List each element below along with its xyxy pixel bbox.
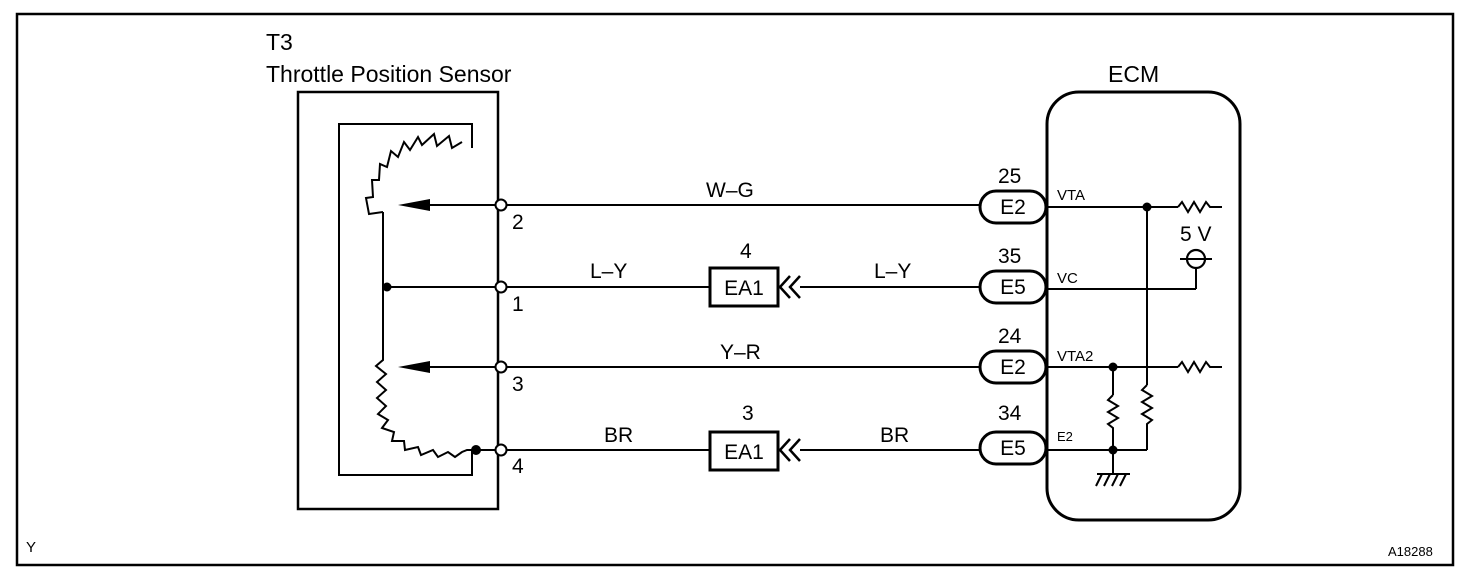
- sensor-pin-label-3: 3: [512, 373, 524, 396]
- ecm-vta2-resistor: [1177, 360, 1222, 374]
- figure-id: A18288: [1388, 544, 1433, 559]
- ecm-terminal-vc: VC: [1057, 270, 1078, 287]
- ecm-supply-label: 5 V: [1180, 223, 1212, 246]
- ecm-connector-e5-lower: [978, 430, 1048, 466]
- ecm-connector-e5-lower-label: E5: [1000, 437, 1026, 460]
- ecm-pin-35: 35: [998, 245, 1021, 268]
- diagram-frame: [15, 12, 1455, 567]
- sensor-inner-frame: [338, 123, 473, 476]
- wire-color-yr: Y–R: [720, 341, 761, 364]
- sensor-pin-1: [494, 280, 508, 294]
- wire-color-wg: W–G: [706, 179, 754, 202]
- ecm-vta-pulldown-resistor: [1140, 384, 1154, 450]
- ecm-vta-resistor: [1177, 200, 1222, 214]
- sensor-pin-2: [494, 198, 508, 212]
- wiper-arrow-upper: [398, 199, 430, 211]
- sensor-pin-3: [494, 360, 508, 374]
- ecm-box: [1045, 90, 1242, 522]
- junction-number-4: 4: [740, 240, 752, 263]
- ecm-pin-25: 25: [998, 165, 1021, 188]
- lower-resistor: [374, 352, 476, 459]
- ecm-vta2-pulldown-resistor: [1106, 394, 1120, 450]
- sensor-pin-label-1: 1: [512, 293, 524, 316]
- ecm-pin-24: 24: [998, 325, 1022, 348]
- sensor-pin-label-2: 2: [512, 211, 524, 234]
- junction-ea1-upper-label: EA1: [724, 277, 764, 300]
- wire-color-br-left: BR: [604, 424, 633, 447]
- upper-resistor: [364, 132, 463, 216]
- ecm-pin-34: 34: [998, 402, 1022, 425]
- ecm-connector-e5-upper-label: E5: [1000, 276, 1026, 299]
- ecm-terminal-e2: E2: [1057, 429, 1073, 444]
- wire-color-br-right: BR: [880, 424, 909, 447]
- ground-symbol: [1095, 473, 1127, 487]
- junction-ea1-lower: [708, 430, 780, 472]
- sensor-name: Throttle Position Sensor: [266, 61, 512, 87]
- ecm-terminal-vta: VTA: [1057, 187, 1085, 204]
- junction-ea1-lower-label: EA1: [724, 441, 764, 464]
- ecm-connector-e5-upper: [978, 269, 1048, 305]
- ecm-connector-e2-upper-label: E2: [1000, 196, 1026, 219]
- wire-color-ly-right: L–Y: [874, 260, 911, 283]
- wiper-arrow-lower: [398, 361, 430, 373]
- sensor-code: T3: [266, 29, 293, 55]
- ecm-terminal-vta2: VTA2: [1057, 348, 1093, 365]
- corner-letter: Y: [26, 539, 36, 556]
- connector-chevron-lower: [778, 438, 801, 462]
- ecm-connector-e2-lower-label: E2: [1000, 356, 1026, 379]
- sensor-housing: [296, 90, 500, 511]
- junction-number-3: 3: [742, 402, 754, 425]
- sensor-pin-4: [494, 443, 508, 457]
- ecm-title: ECM: [1108, 61, 1159, 87]
- sensor-pin-label-4: 4: [512, 455, 524, 478]
- junction-ea1-upper: [708, 266, 780, 308]
- connector-chevron-upper: [778, 275, 801, 299]
- wire-color-ly-left: L–Y: [590, 260, 627, 283]
